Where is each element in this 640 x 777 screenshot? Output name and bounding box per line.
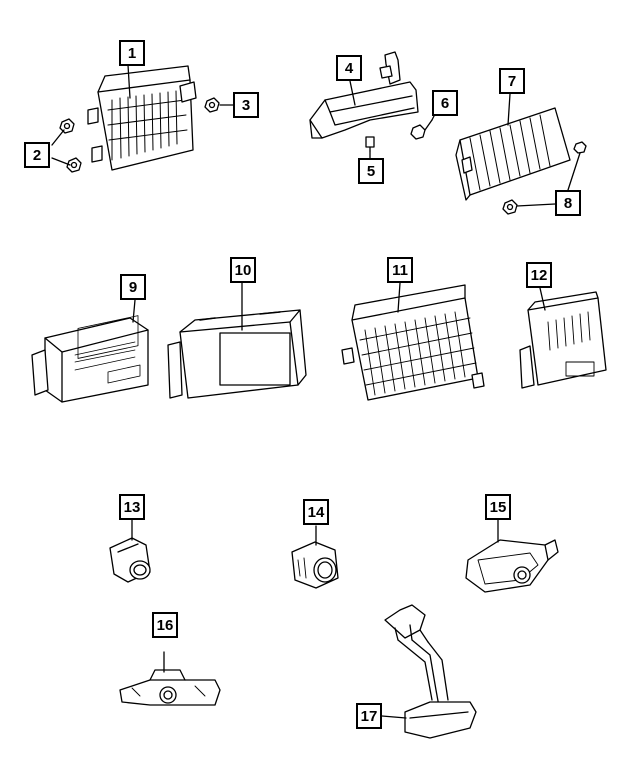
part-6-bolt bbox=[410, 119, 433, 140]
leader-8a bbox=[567, 152, 581, 191]
callout-7: 7 bbox=[499, 68, 525, 94]
callout-8: 8 bbox=[555, 190, 581, 216]
callout-16: 16 bbox=[152, 612, 178, 638]
part-15-camera-bracket bbox=[465, 539, 559, 593]
leader-9 bbox=[132, 299, 136, 323]
callout-14: 14 bbox=[303, 499, 329, 525]
part-16-camera-bar bbox=[119, 669, 221, 706]
callout-6: 6 bbox=[432, 90, 458, 116]
callout-15: 15 bbox=[485, 494, 511, 520]
part-3-nut bbox=[204, 97, 220, 113]
part-5-clip bbox=[365, 136, 375, 152]
leader-12 bbox=[539, 287, 546, 311]
callout-10: 10 bbox=[230, 257, 256, 283]
leader-8b bbox=[516, 203, 556, 207]
callout-3: 3 bbox=[233, 92, 259, 118]
leader-11 bbox=[397, 282, 401, 313]
callout-1: 1 bbox=[119, 40, 145, 66]
callout-5: 5 bbox=[358, 158, 384, 184]
callout-13: 13 bbox=[119, 494, 145, 520]
callout-11: 11 bbox=[387, 257, 413, 283]
part-8-nuts bbox=[502, 141, 587, 215]
leader-1 bbox=[127, 64, 131, 99]
part-11-large-module bbox=[341, 284, 485, 401]
callout-17: 17 bbox=[356, 703, 382, 729]
leader-7 bbox=[507, 93, 511, 126]
callout-9: 9 bbox=[120, 274, 146, 300]
part-1-control-module bbox=[87, 65, 197, 171]
part-10-module bbox=[167, 309, 307, 399]
part-2-nuts bbox=[59, 118, 82, 173]
callout-2: 2 bbox=[24, 142, 50, 168]
part-7-finned-module bbox=[455, 107, 571, 201]
part-9-module bbox=[31, 315, 149, 403]
part-17-handle-harness bbox=[384, 604, 477, 739]
callout-4: 4 bbox=[336, 55, 362, 81]
part-14-camera bbox=[291, 541, 339, 589]
callout-12: 12 bbox=[526, 262, 552, 288]
leader-17 bbox=[381, 715, 407, 719]
part-12-module bbox=[519, 291, 607, 389]
leader-2b bbox=[51, 157, 71, 166]
leader-2a bbox=[51, 129, 65, 146]
leader-4 bbox=[349, 80, 356, 106]
part-13-sensor bbox=[109, 537, 151, 583]
part-4-bracket bbox=[309, 51, 419, 139]
